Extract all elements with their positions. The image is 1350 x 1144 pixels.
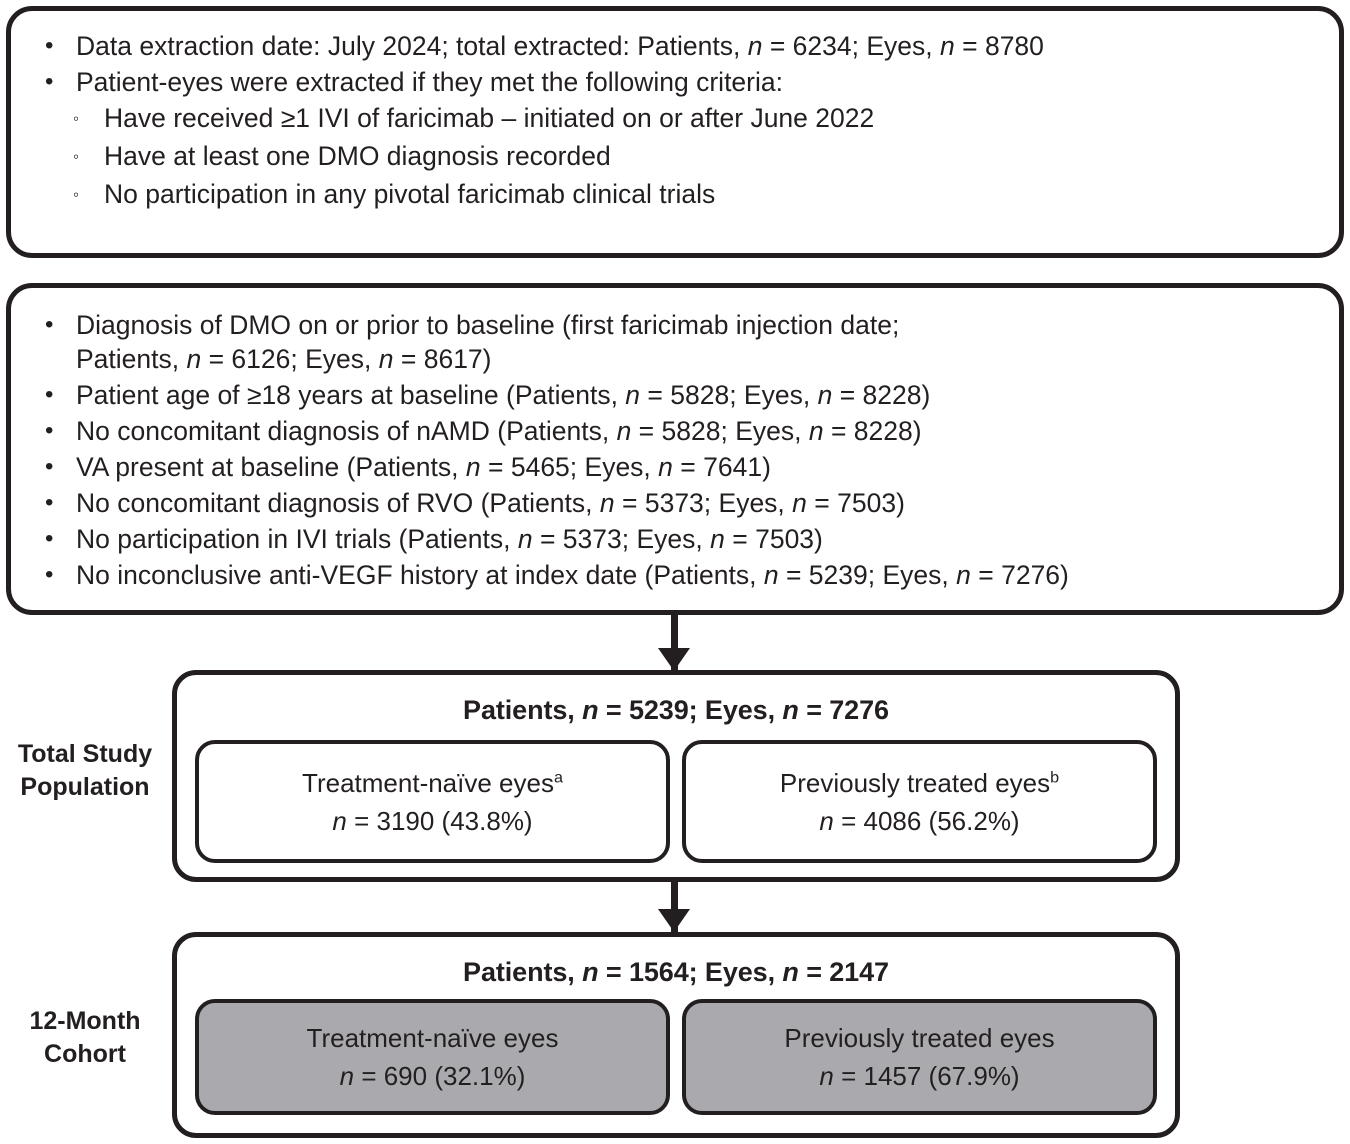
bullet-icon: • (45, 311, 54, 338)
sub-bullet-icon: ◦ (73, 109, 80, 128)
criteria-text: No concomitant diagnosis of RVO (Patient… (76, 488, 905, 518)
criteria-text: No concomitant diagnosis of nAMD (Patien… (76, 416, 922, 446)
criteria-text: Diagnosis of DMO on or prior to baseline… (76, 310, 900, 374)
criteria-item: • No inconclusive anti-VEGF history at in… (45, 558, 1317, 592)
inclusion-criteria-box: • Diagnosis of DMO on or prior to baselin… (6, 283, 1344, 615)
bullet-icon: • (45, 561, 54, 588)
group-label: Previously treated eyesb (779, 767, 1060, 798)
inclusion-criteria-list: • Diagnosis of DMO on or prior to baselin… (45, 308, 1317, 594)
side-label-line: Total Study (17, 740, 153, 768)
footnote-marker: b (1050, 767, 1060, 786)
criteria-text: No inconclusive anti-VEGF history at ind… (76, 560, 1069, 590)
criteria-sub-item: ◦ Have at least one DMO diagnosis recorde… (73, 139, 1317, 175)
group-value: n = 690 (32.1%) (339, 1061, 526, 1091)
criteria-sub-item: ◦ Have received ≥1 IVI of faricimab – ini… (73, 101, 1317, 137)
bullet-icon: • (45, 32, 54, 59)
twelve-month-cohort-header: Patients, n = 1564; Eyes, n = 2147 (463, 957, 889, 987)
sub-bullet-icon: ◦ (73, 147, 80, 166)
criteria-item: • Data extraction date: July 2024; total … (45, 29, 1317, 63)
data-extraction-box: • Data extraction date: July 2024; total … (6, 6, 1344, 258)
criteria-text: No participation in IVI trials (Patients… (76, 524, 823, 554)
criteria-sub-item: ◦ No participation in any pivotal faricim… (73, 177, 1317, 213)
criteria-item: • No concomitant diagnosis of RVO (Patien… (45, 486, 1317, 520)
side-label-line: Population (20, 773, 150, 801)
footnote-marker: a (553, 767, 563, 786)
bullet-icon: • (45, 417, 54, 444)
group-label: Treatment-naïve eyes (306, 1023, 559, 1053)
criteria-item: • No concomitant diagnosis of nAMD (Patie… (45, 414, 1317, 448)
twelve-month-cohort-group-previously-treated: Previously treated eyes n = 1457 (67.9%) (682, 999, 1157, 1115)
criteria-item: • VA present at baseline (Patients, n = 5… (45, 450, 1317, 484)
total-study-population-group-previously-treated: Previously treated eyesb n = 4086 (56.2%) (682, 740, 1157, 863)
total-study-population-group-treatment-naive: Treatment-naïve eyesa n = 3190 (43.8%) (195, 740, 670, 863)
bullet-icon: • (45, 489, 54, 516)
total-study-population-header: Patients, n = 5239; Eyes, n = 7276 (463, 695, 889, 725)
bullet-icon: • (45, 453, 54, 480)
criteria-text: No participation in any pivotal faricima… (104, 179, 716, 209)
criteria-item: • No participation in IVI trials (Patient… (45, 522, 1317, 556)
criteria-text: VA present at baseline (Patients, n = 54… (76, 452, 771, 482)
data-extraction-list: • Data extraction date: July 2024; total … (45, 29, 1317, 215)
criteria-text: Data extraction date: July 2024; total e… (76, 31, 1044, 61)
bullet-icon: • (45, 525, 54, 552)
total-study-population-groups: Treatment-naïve eyesa n = 3190 (43.8%) Pre… (195, 740, 1157, 863)
criteria-text: Have at least one DMO diagnosis recorded (104, 141, 611, 171)
criteria-text: Patient age of ≥18 years at baseline (Pa… (76, 380, 931, 410)
total-study-population-box: Patients, n = 5239; Eyes, n = 7276 Treat… (172, 670, 1180, 882)
side-label-line: 12-Month (29, 1007, 141, 1035)
group-label: Treatment-naïve eyesa (302, 767, 563, 798)
bullet-icon: • (45, 381, 54, 408)
side-label-line: Cohort (44, 1040, 126, 1068)
criteria-text: Have received ≥1 IVI of faricimab – init… (104, 103, 875, 133)
group-value: n = 3190 (43.8%) (332, 805, 533, 836)
group-value: n = 4086 (56.2%) (819, 805, 1020, 836)
sub-bullet-icon: ◦ (73, 185, 80, 204)
twelve-month-cohort-group-treatment-naive: Treatment-naïve eyes n = 690 (32.1%) (195, 999, 670, 1115)
group-value: n = 1457 (67.9%) (819, 1061, 1020, 1091)
bullet-icon: • (45, 68, 54, 95)
criteria-text: Patient-eyes were extracted if they met … (76, 67, 783, 97)
criteria-item: • Patient age of ≥18 years at baseline (P… (45, 378, 1317, 412)
twelve-month-cohort-box: Patients, n = 1564; Eyes, n = 2147 Treat… (172, 932, 1180, 1138)
criteria-item: • Diagnosis of DMO on or prior to baselin… (45, 308, 1317, 376)
twelve-month-cohort-groups: Treatment-naïve eyes n = 690 (32.1%) Previ… (195, 999, 1157, 1115)
group-label: Previously treated eyes (784, 1023, 1055, 1053)
criteria-item: • Patient-eyes were extracted if they met… (45, 65, 1317, 99)
